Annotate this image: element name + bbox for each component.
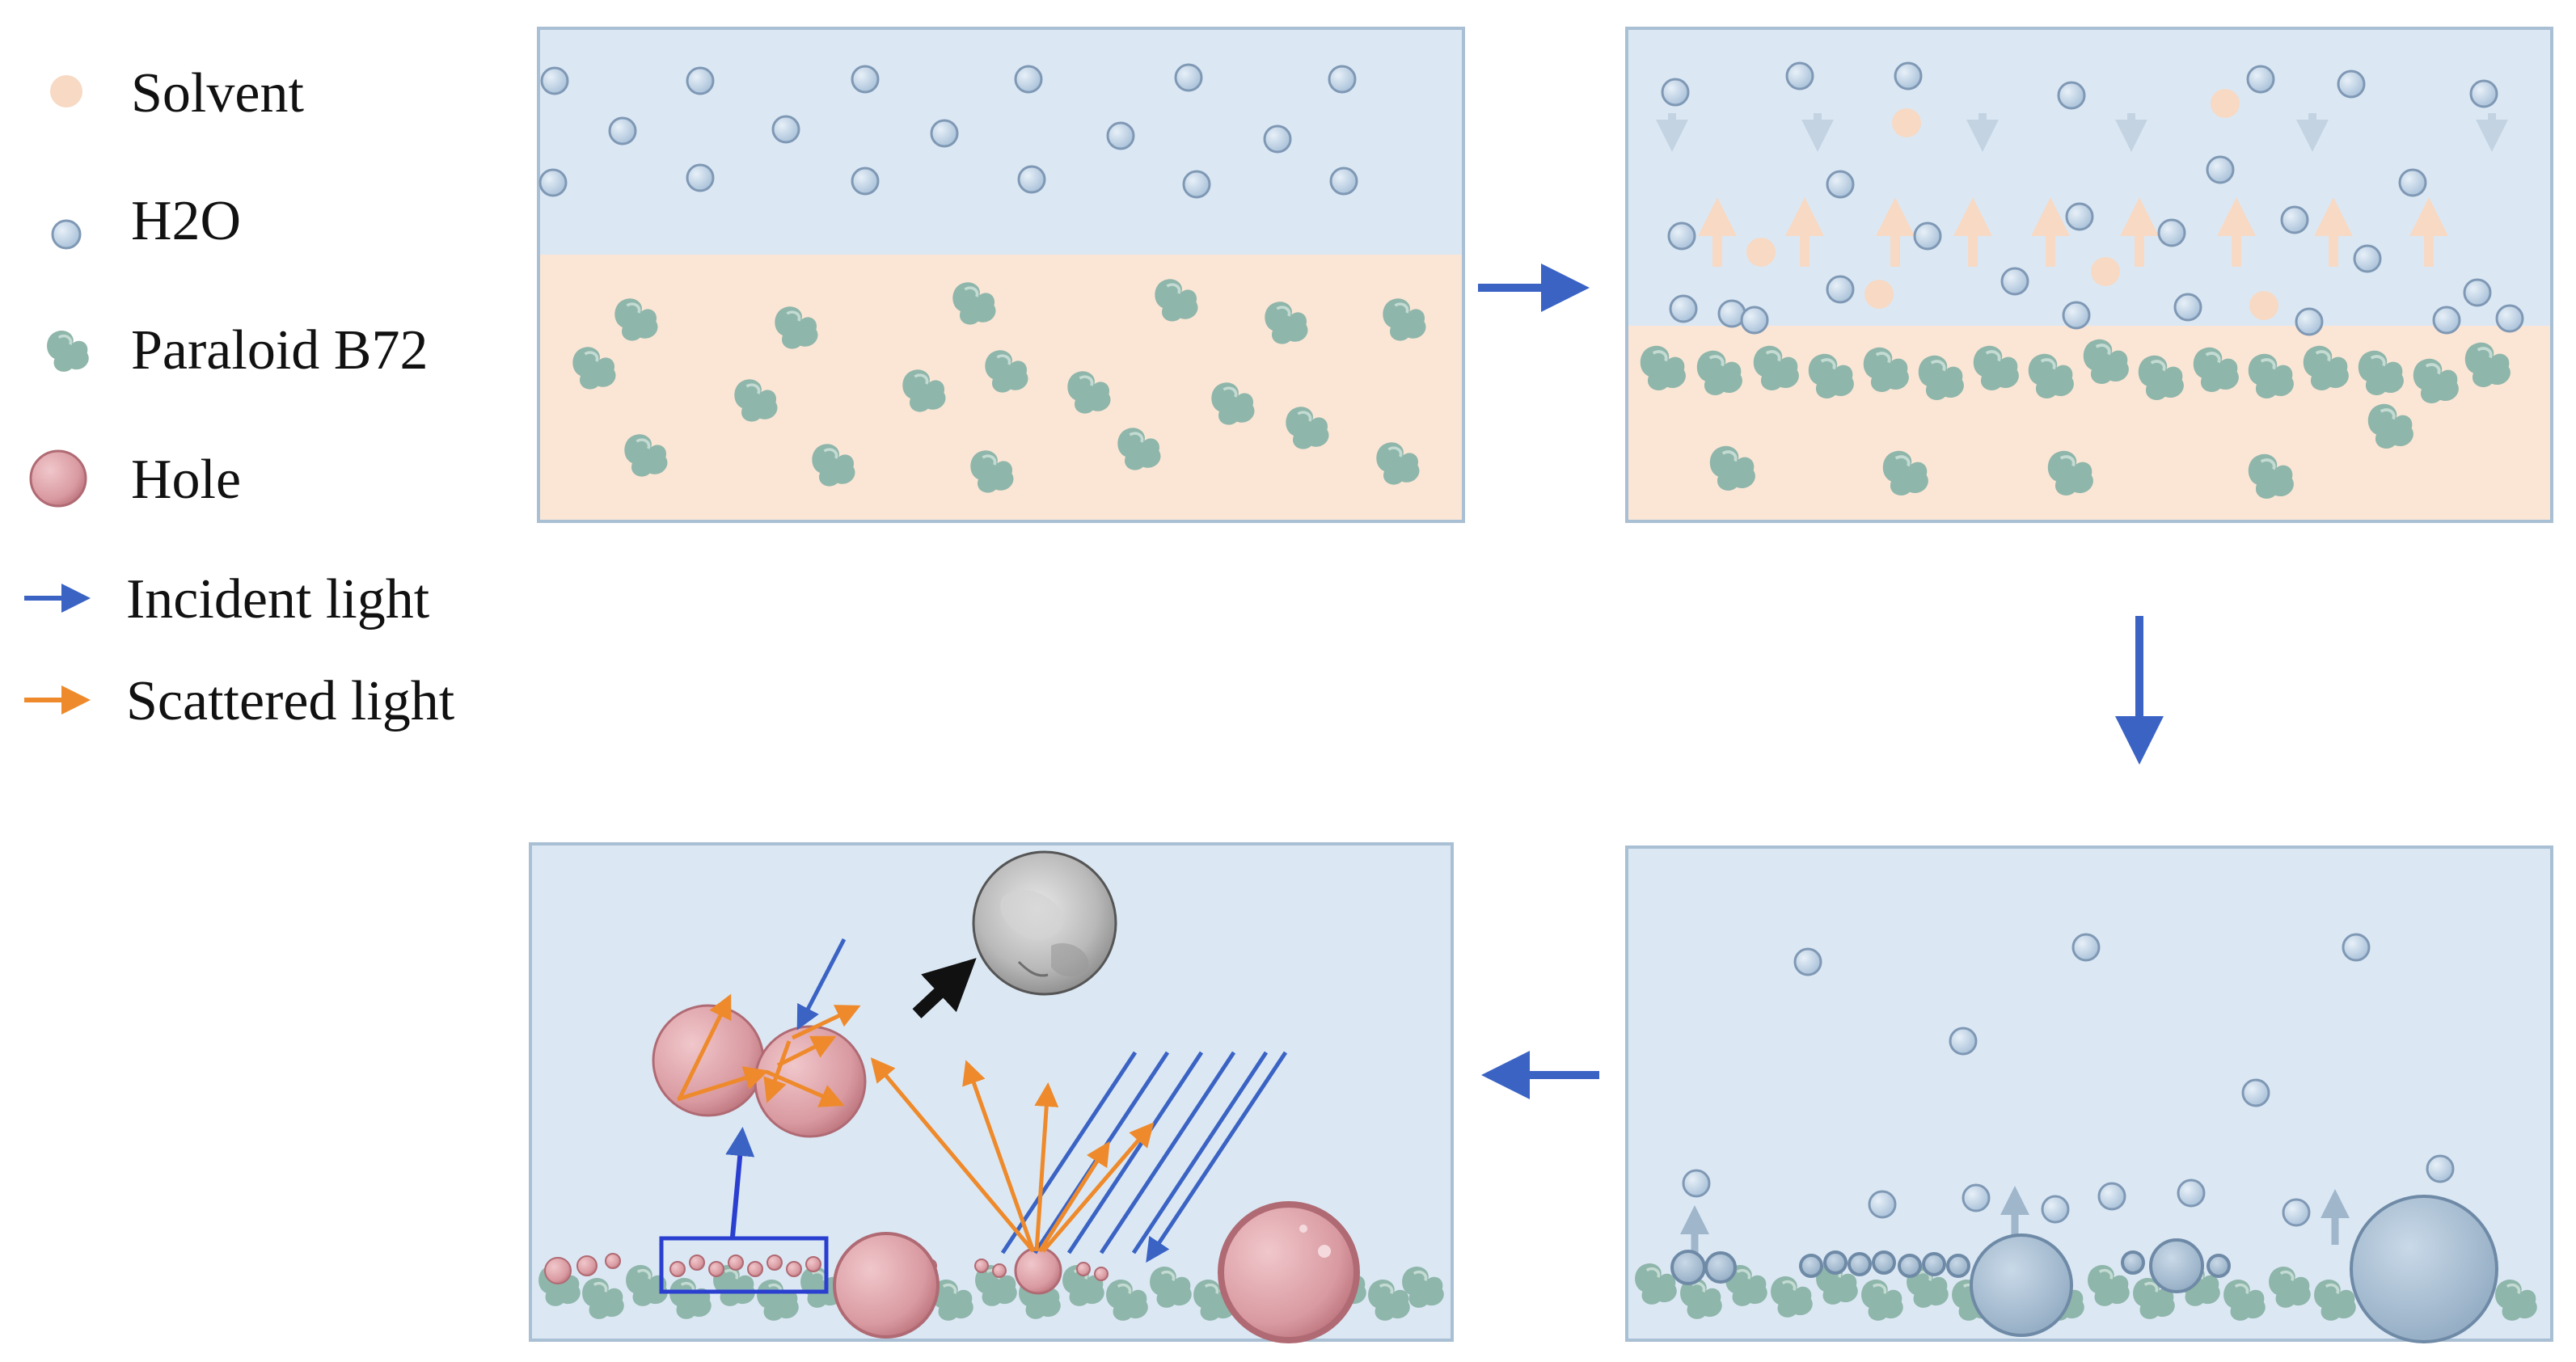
incident-ray-magnified bbox=[796, 938, 847, 1031]
legend-h2o-label: H2O bbox=[131, 190, 241, 252]
panel-initial-state bbox=[537, 27, 1465, 523]
h2o-molecules bbox=[538, 63, 1358, 199]
legend-incident-light-label: Incident light bbox=[126, 568, 430, 630]
panel-diffusion-exchange bbox=[1625, 27, 2553, 523]
legend: Solvent H2O Paraloid B72 Hole Incident l… bbox=[24, 62, 455, 732]
internal-scattering-arrows bbox=[677, 993, 861, 1107]
scattered-rays bbox=[870, 1057, 1155, 1253]
solvent-molecules bbox=[1746, 89, 2278, 320]
legend-scattered-light-label: Scattered light bbox=[126, 670, 455, 732]
h2o-molecules-2 bbox=[1661, 61, 2524, 336]
panel-light-scattering-holes bbox=[529, 842, 1454, 1343]
hole-swatch bbox=[29, 449, 87, 508]
pointer-arrow bbox=[912, 958, 977, 1018]
solvent-up-arrows bbox=[1698, 197, 2448, 267]
solvent-swatch bbox=[50, 75, 82, 108]
h2o-molecules-3 bbox=[1682, 933, 2455, 1227]
panel-water-droplets-in-film bbox=[1625, 845, 2553, 1343]
trapped-water-droplets bbox=[1670, 1195, 2498, 1343]
legend-solvent-label: Solvent bbox=[131, 62, 304, 124]
legend-paraloid-label: Paraloid B72 bbox=[131, 319, 428, 382]
sem-micrograph-inset bbox=[972, 850, 1117, 996]
paraloid-swatch bbox=[45, 329, 91, 373]
h2o-swatch bbox=[51, 219, 82, 250]
water-down-arrows bbox=[1656, 113, 2508, 152]
large-holes bbox=[833, 1201, 1360, 1343]
zoom-box bbox=[659, 1236, 829, 1294]
legend-hole-label: Hole bbox=[131, 449, 241, 511]
zoom-arrow bbox=[725, 1127, 755, 1238]
